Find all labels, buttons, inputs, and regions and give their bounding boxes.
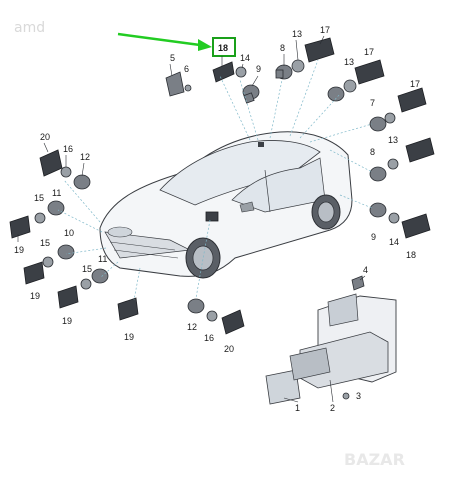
part-13b-ring xyxy=(343,79,357,93)
callout-19b: 19 xyxy=(30,291,40,301)
callout-7: 7 xyxy=(370,98,375,108)
callout-1: 1 xyxy=(295,403,300,413)
part-14-ring xyxy=(235,66,247,78)
part-19-bracket xyxy=(9,215,31,239)
callout-15c: 15 xyxy=(82,264,92,274)
part-12b-sensor xyxy=(187,298,205,314)
bazar-logo: BAZAR xyxy=(344,450,405,469)
car-illustration xyxy=(99,131,353,279)
part-20-bracket xyxy=(39,149,63,177)
callout-5: 5 xyxy=(170,53,175,63)
highlight-arrow xyxy=(117,32,212,51)
part-6-clip xyxy=(184,84,192,92)
part-7-sensor xyxy=(369,112,396,132)
callout-17: 17 xyxy=(320,25,330,35)
callout-15b: 15 xyxy=(40,238,50,248)
callout-20b: 20 xyxy=(224,344,234,354)
part-5-sensor xyxy=(165,71,185,97)
part-16-ring xyxy=(60,166,72,178)
part-15-ring xyxy=(34,212,46,224)
part-9b-sensor xyxy=(369,202,387,218)
callout-3: 3 xyxy=(356,391,361,401)
part-9-sensor xyxy=(242,84,260,104)
part-16b-ring xyxy=(206,310,218,322)
part-17d-bracket xyxy=(405,137,435,163)
part-17-bracket xyxy=(304,37,335,63)
part-19c-bracket xyxy=(57,285,79,309)
callout-17b: 17 xyxy=(364,47,374,57)
callout-12b: 12 xyxy=(187,322,197,332)
part-19d-bracket xyxy=(117,297,139,321)
part-20b-bracket xyxy=(221,309,245,335)
part-8-sensor xyxy=(275,64,293,80)
sensor-beams xyxy=(57,59,373,301)
callout-16b: 16 xyxy=(204,333,214,343)
callout-18b: 18 xyxy=(406,250,416,260)
control-unit-assembly xyxy=(265,275,397,405)
part-18-bracket xyxy=(212,61,235,83)
part-8c-sensor xyxy=(369,166,387,182)
callout-14b: 14 xyxy=(389,237,399,247)
callout-15: 15 xyxy=(34,193,44,203)
part-17c-bracket xyxy=(397,87,427,113)
part-11-sensor xyxy=(47,200,65,216)
callout-8b: 8 xyxy=(370,147,375,157)
part-14b-ring xyxy=(388,212,400,224)
callout-13b: 13 xyxy=(344,57,354,67)
callout-2: 2 xyxy=(330,403,335,413)
callout-6: 6 xyxy=(184,64,189,74)
callout-11: 11 xyxy=(52,188,61,198)
callout-9b: 9 xyxy=(371,232,376,242)
callout-12: 12 xyxy=(80,152,90,162)
part-15c-ring xyxy=(80,278,92,290)
callout-9: 9 xyxy=(256,64,261,74)
callout-18-highlighted: 18 xyxy=(218,43,228,53)
part-11b-sensor xyxy=(91,268,109,284)
part-13-ring xyxy=(291,59,305,73)
callout-11b: 11 xyxy=(98,254,107,264)
watermark-text: amd xyxy=(14,20,45,36)
callout-19d: 19 xyxy=(124,332,134,342)
brand-logo-text: BAZAR xyxy=(344,450,405,469)
part-17b-bracket xyxy=(354,59,385,85)
highlight-box xyxy=(212,37,236,57)
part-13c-ring xyxy=(387,158,399,170)
callout-20: 20 xyxy=(40,132,50,142)
callout-13: 13 xyxy=(292,29,302,39)
callout-19: 19 xyxy=(14,245,24,255)
part-12-sensor xyxy=(73,174,91,190)
part-18b-bracket xyxy=(401,213,431,239)
callout-14: 14 xyxy=(240,53,250,63)
callout-10: 10 xyxy=(64,228,74,238)
callout-19c: 19 xyxy=(62,316,72,326)
part-15b-ring xyxy=(42,256,54,268)
callout-17c: 17 xyxy=(410,79,420,89)
part-8b-sensor xyxy=(327,86,345,102)
callout-16: 16 xyxy=(63,144,73,154)
leader-lines xyxy=(17,35,366,403)
callout-4: 4 xyxy=(363,265,368,275)
part-19b-bracket xyxy=(23,261,45,285)
part-10-sensor xyxy=(57,244,75,260)
callout-8: 8 xyxy=(280,43,285,53)
callout-13c: 13 xyxy=(388,135,398,145)
